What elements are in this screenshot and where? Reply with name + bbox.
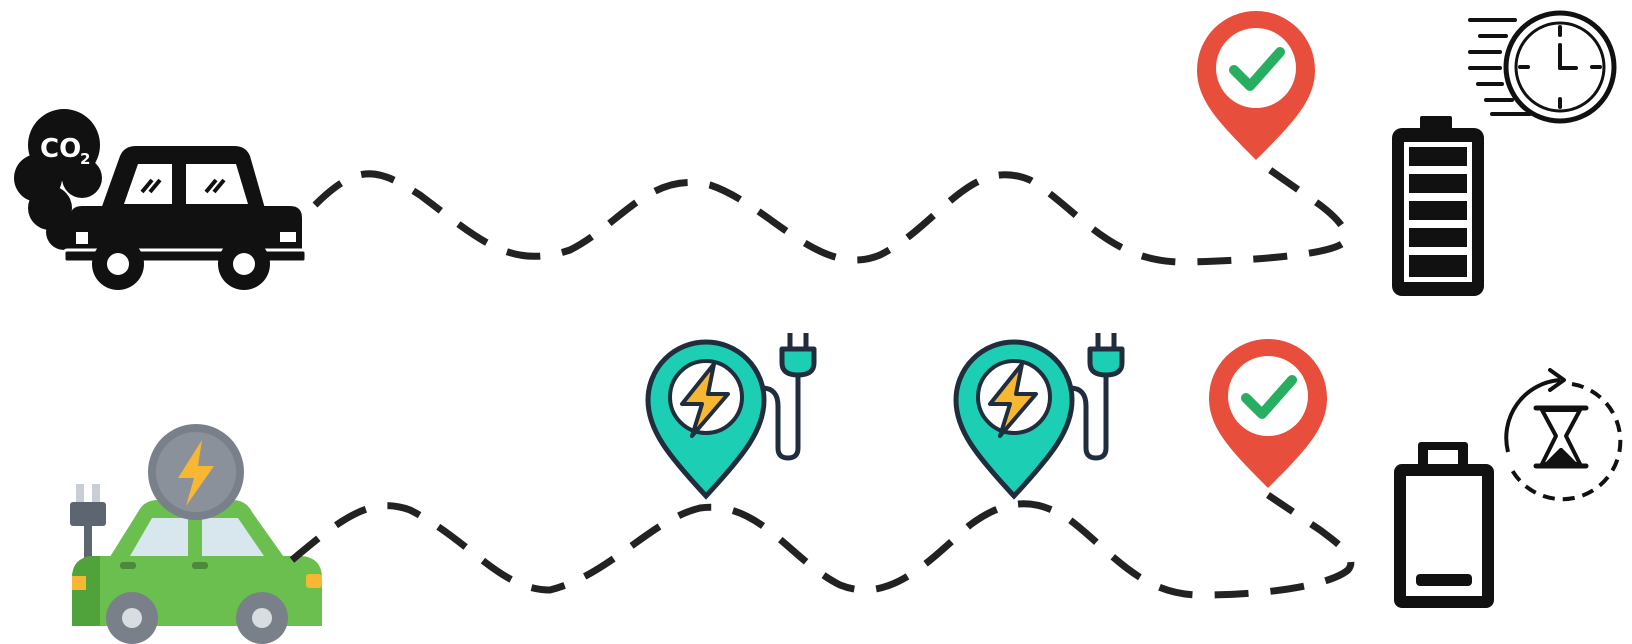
fast-clock-icon (1470, 13, 1614, 121)
destination-pin-bottom (1209, 339, 1327, 488)
gas-car-icon (64, 146, 306, 290)
charging-station-pin-1 (648, 333, 814, 496)
electric-car-route (292, 495, 1351, 595)
charging-station-pin-2 (956, 333, 1122, 496)
destination-pin-top (1197, 11, 1315, 160)
co2-subscript: 2 (80, 150, 90, 168)
electric-car-icon (70, 424, 322, 644)
co2-label: CO (40, 134, 81, 164)
gas-car-route (315, 170, 1346, 262)
low-battery-icon (1394, 442, 1494, 608)
full-battery-icon (1392, 116, 1484, 296)
hourglass-wait-icon (1506, 370, 1620, 499)
